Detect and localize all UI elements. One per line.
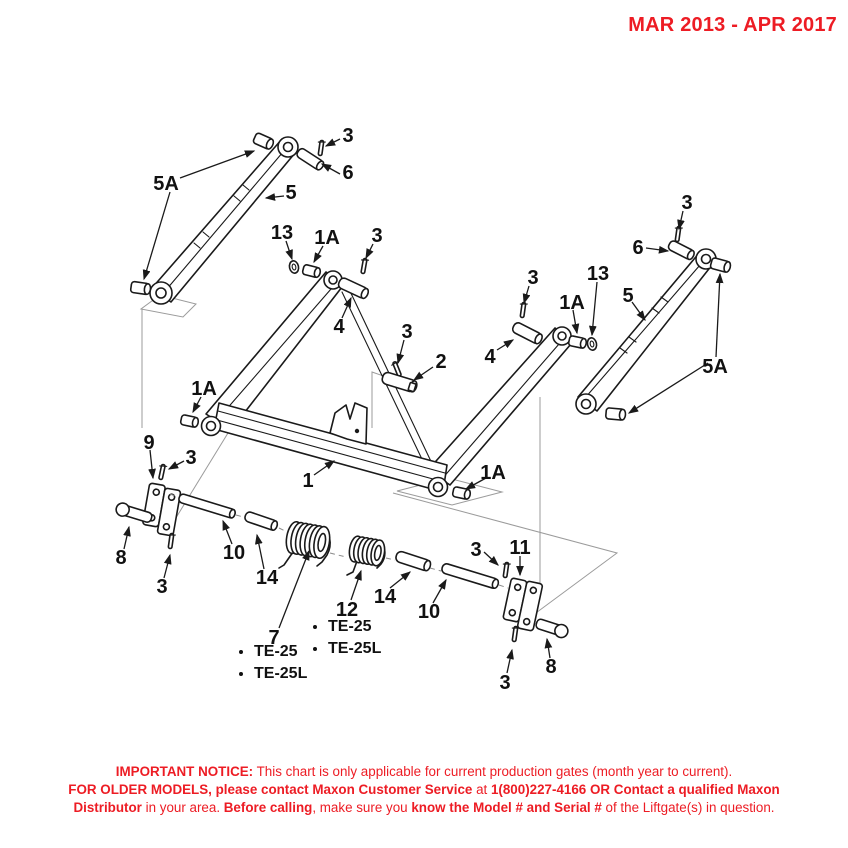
part-label-3-bracket11-top: 3 (470, 539, 481, 561)
part-label-11: 11 (509, 537, 530, 559)
part-label-3-bracket11-bottom: 3 (499, 672, 510, 694)
part-label-7: 7 (268, 627, 279, 649)
torsion-spring-7 (278, 520, 331, 569)
part-label-8-left: 8 (115, 547, 126, 569)
notice-line-2: FOR OLDER MODELS, please contact Maxon C… (68, 782, 780, 797)
frame-center-bracket (329, 402, 368, 445)
bushing-5a-left-bottom (129, 280, 152, 296)
cotter-pin-3-top-right (674, 225, 683, 243)
part-label-8-right: 8 (545, 656, 556, 678)
bushing-1a-left (301, 264, 322, 279)
hinge-bracket-9 (142, 482, 182, 537)
part-label-3-top-right: 3 (681, 192, 692, 214)
lift-arm-right (575, 248, 717, 415)
cotter-pin-3-bracket11-top (502, 561, 511, 579)
rod-10-right (441, 563, 500, 590)
part-label-5-left: 5 (285, 182, 296, 204)
spring-12-model-te25: TE-25 (328, 616, 381, 638)
rod-14-left (244, 511, 279, 531)
notice-line-1: IMPORTANT NOTICE: This chart is only app… (115, 764, 733, 779)
bushing-5a-right-top (709, 257, 732, 273)
part-label-3-left-cluster: 3 (371, 225, 382, 247)
part-label-1a-frame-left: 1A (191, 378, 217, 400)
part-label-3-bracket9-bottom: 3 (156, 576, 167, 598)
spring-12-model-list: TE-25 TE-25L (310, 616, 381, 660)
part-label-3-right-cluster: 3 (527, 267, 538, 289)
part-label-13-left: 13 (271, 222, 293, 244)
part-label-14-left: 14 (256, 567, 279, 589)
part-label-3-top-left: 3 (342, 125, 353, 147)
pin-4-left (337, 277, 370, 300)
notice-line-3: Distributor in your area. Before calling… (73, 800, 775, 815)
pin-8-right (535, 618, 569, 639)
torsion-spring-12 (346, 535, 386, 576)
bushing-1a-frame-right (451, 486, 472, 500)
callout-labels: 3 6 5A 5 13 1A 3 4 3 6 13 1A 5 3 4 5A 3 … (115, 125, 727, 694)
spring-12-model-te25l: TE-25L (328, 638, 381, 660)
pin-4-right (511, 322, 543, 345)
part-label-9: 9 (143, 432, 154, 454)
part-label-4-right: 4 (484, 346, 496, 368)
part-label-4-left: 4 (333, 316, 345, 338)
cotter-pin-3-right-cluster (519, 301, 528, 319)
snap-ring-13-right (586, 337, 598, 351)
part-label-10-left: 10 (223, 542, 245, 564)
part-label-1a-right: 1A (559, 292, 585, 314)
snap-ring-13-left (288, 260, 300, 274)
part-label-12: 12 (336, 599, 358, 621)
cotter-pin-3-top-left (317, 139, 326, 157)
part-label-5a-left: 5A (153, 173, 179, 195)
cotter-pin-3-left-cluster (360, 257, 370, 275)
reference-guides (139, 294, 619, 625)
leader-arrows (123, 138, 724, 674)
cotter-pin-3-bracket11-bottom (511, 625, 520, 643)
cotter-pin-3-bracket9-top (158, 463, 168, 481)
rod-14-right (395, 550, 432, 572)
part-label-1a-frame-right: 1A (480, 462, 506, 484)
lift-arm-left (149, 136, 299, 305)
pin-2 (381, 371, 418, 393)
part-label-10-right: 10 (418, 601, 440, 623)
part-label-3-center: 3 (401, 321, 412, 343)
part-label-13-right: 13 (587, 263, 609, 285)
part-label-6-right: 6 (632, 237, 643, 259)
spring-7-model-list: TE-25 TE-25L (236, 641, 307, 685)
part-label-14-right: 14 (374, 586, 397, 608)
bushing-5a-left-top (252, 132, 275, 150)
bushing-1a-frame-left (179, 414, 200, 428)
part-label-5a-right: 5A (702, 356, 728, 378)
important-notice: IMPORTANT NOTICE: This chart is only app… (0, 763, 848, 817)
hinge-bracket-11 (502, 577, 544, 632)
part-label-5-right: 5 (622, 285, 633, 307)
part-label-6-left: 6 (342, 162, 353, 184)
bushing-5a-right-bottom (605, 407, 627, 421)
bushing-1a-right (567, 335, 588, 349)
pin-8-left (115, 502, 153, 523)
rod-10-left (178, 493, 236, 519)
pin-6-right (667, 240, 695, 261)
part-label-3-bracket9-top: 3 (185, 447, 196, 469)
part-label-1: 1 (302, 470, 313, 492)
date-range-header: MAR 2013 - APR 2017 (628, 14, 837, 36)
part-label-1a-left: 1A (314, 227, 340, 249)
spring-7-model-te25l: TE-25L (254, 663, 307, 685)
part-label-2: 2 (435, 351, 446, 373)
spring-7-model-te25: TE-25 (254, 641, 307, 663)
cotter-pin-3-bracket9-bottom (167, 532, 176, 550)
